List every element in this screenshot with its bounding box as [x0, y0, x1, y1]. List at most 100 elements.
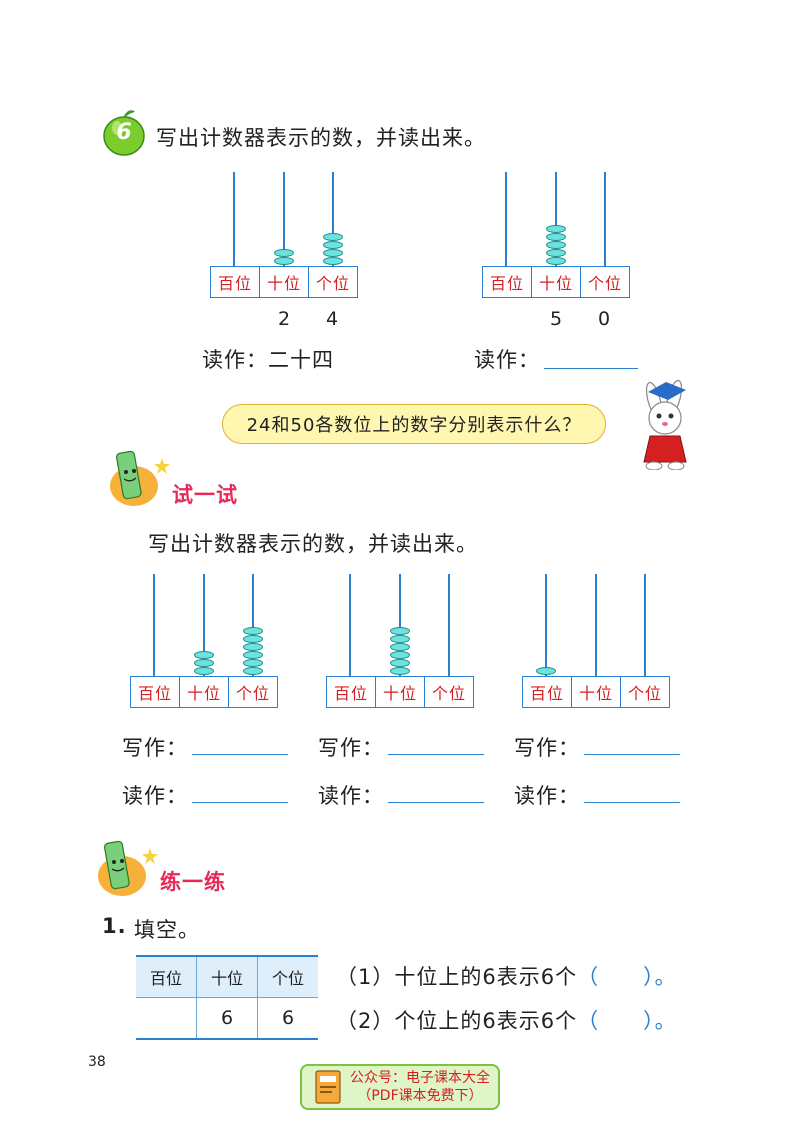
try2-write-blank[interactable] — [388, 754, 484, 755]
try1-read-blank[interactable] — [192, 802, 288, 803]
abacus2-read-label: 读作： — [474, 348, 540, 372]
question-bubble: 24和50各数位上的数字分别表示什么？ — [222, 404, 606, 444]
place-label-bar: 百位 十位 个位 — [522, 676, 670, 708]
place-label-hundreds: 百位 — [333, 684, 368, 703]
place-label-tens: 十位 — [531, 267, 580, 297]
place-label-bar: 百位 十位 个位 — [326, 676, 474, 708]
table-cell-hundreds — [136, 997, 197, 1040]
abacus-bead — [243, 635, 263, 643]
book-icon — [315, 1070, 341, 1104]
table-cell-tens: 6 — [196, 997, 258, 1040]
footer-line-1: 公众号：电子课本大全 — [350, 1070, 490, 1086]
problem-number: 6 — [116, 120, 132, 145]
footer-line-2: （PDF课本免费下） — [357, 1088, 483, 1104]
abacus1-digit-ones: 4 — [326, 308, 339, 330]
abacus2-read-blank[interactable] — [544, 368, 638, 369]
abacus2-digit-ones: 0 — [598, 308, 611, 330]
try3-read-label: 读作： — [514, 784, 580, 808]
abacus-bead — [323, 233, 343, 241]
rabbit-teacher-icon — [630, 378, 700, 471]
abacus-bead — [536, 667, 556, 675]
table-header-ones: 个位 — [257, 955, 318, 998]
fill-line-2-paren-open: （ — [577, 1009, 600, 1033]
page-number: 38 — [88, 1054, 106, 1070]
abacus-bead — [546, 241, 566, 249]
table-header-tens: 十位 — [196, 955, 258, 998]
try-abacus-3: 百位 十位 个位 — [522, 574, 670, 708]
place-label-ones: 个位 — [580, 267, 629, 297]
abacus-bead — [546, 225, 566, 233]
abacus-bead — [390, 635, 410, 643]
try1-read-label: 读作： — [122, 784, 188, 808]
problem6-instruction: 写出计数器表示的数，并读出来。 — [156, 126, 486, 150]
fill-line-2-paren-close: ）。 — [643, 1009, 677, 1033]
abacus1-read-label: 读作：二十四 — [202, 348, 334, 372]
abacus-bead — [390, 659, 410, 667]
try2-read-blank[interactable] — [388, 802, 484, 803]
try3-write-blank[interactable] — [584, 754, 680, 755]
question-1-text: 填空。 — [134, 918, 200, 942]
fill-line-2-text: （2）个位上的6表示6个 — [336, 1009, 578, 1033]
fill-line-1: （1）十位上的6表示6个（ ）。 — [336, 961, 677, 991]
abacus-bead — [546, 257, 566, 265]
fill-line-1-text: （1）十位上的6表示6个 — [336, 965, 578, 989]
try2-write-label: 写作： — [318, 736, 384, 760]
abacus-bead — [243, 643, 263, 651]
fill-line-1-paren-open: （ — [577, 965, 600, 989]
abacus-bead — [194, 667, 214, 675]
abacus-bead — [243, 659, 263, 667]
abacus2-digit-tens: 5 — [550, 308, 563, 330]
place-label-bar: 百位 十位 个位 — [210, 266, 358, 298]
place-label-ones: 个位 — [620, 677, 669, 707]
abacus-bead — [390, 667, 410, 675]
abacus-bead — [274, 249, 294, 257]
abacus-bead — [243, 667, 263, 675]
place-label-hundreds: 百位 — [137, 684, 172, 703]
table-header-hundreds: 百位 — [136, 955, 197, 998]
abacus-bead — [390, 627, 410, 635]
try1-write-label: 写作： — [122, 736, 188, 760]
question-1-number: 1. — [102, 914, 127, 938]
abacus-bead — [194, 651, 214, 659]
try3-write-label: 写作： — [514, 736, 580, 760]
counter-abacus-1: 百位 十位 个位 — [210, 172, 358, 300]
try-section-title: 试一试 — [172, 483, 238, 507]
abacus-bead — [390, 651, 410, 659]
abacus-bead — [243, 627, 263, 635]
try-abacus-2: 百位 十位 个位 — [326, 574, 474, 708]
place-label-hundreds: 百位 — [489, 274, 524, 293]
place-label-ones: 个位 — [228, 677, 277, 707]
try-abacus-1: 百位 十位 个位 — [130, 574, 278, 708]
try3-read-blank[interactable] — [584, 802, 680, 803]
pencil-mascot-icon — [92, 836, 162, 902]
apple-number-icon: 6 — [102, 108, 146, 156]
place-label-tens: 十位 — [375, 677, 424, 707]
place-label-hundreds: 百位 — [217, 274, 252, 293]
practice-section-title: 练一练 — [160, 870, 226, 894]
place-label-bar: 百位 十位 个位 — [130, 676, 278, 708]
abacus-bead — [323, 249, 343, 257]
abacus-bead — [390, 643, 410, 651]
fill-line-1-paren-close: ）。 — [643, 965, 677, 989]
abacus-bead — [546, 249, 566, 257]
abacus-bead — [323, 257, 343, 265]
try2-read-label: 读作： — [318, 784, 384, 808]
abacus-bead — [274, 257, 294, 265]
abacus-bead — [243, 651, 263, 659]
place-label-ones: 个位 — [308, 267, 357, 297]
place-label-ones: 个位 — [424, 677, 473, 707]
abacus-bead — [323, 241, 343, 249]
fill-line-2: （2）个位上的6表示6个（ ）。 — [336, 1005, 677, 1035]
footer-badge: 公众号：电子课本大全 （PDF课本免费下） — [300, 1064, 500, 1110]
place-value-table: 百位 十位 个位 6 6 — [136, 955, 318, 1040]
abacus1-digit-tens: 2 — [278, 308, 291, 330]
place-label-hundreds: 百位 — [529, 684, 564, 703]
place-label-tens: 十位 — [259, 267, 308, 297]
counter-abacus-2: 百位 十位 个位 — [482, 172, 630, 300]
place-label-tens: 十位 — [571, 677, 620, 707]
try-instruction: 写出计数器表示的数，并读出来。 — [148, 532, 478, 556]
try1-write-blank[interactable] — [192, 754, 288, 755]
table-cell-ones: 6 — [257, 997, 318, 1040]
pencil-mascot-icon — [104, 446, 174, 512]
place-label-bar: 百位 十位 个位 — [482, 266, 630, 298]
